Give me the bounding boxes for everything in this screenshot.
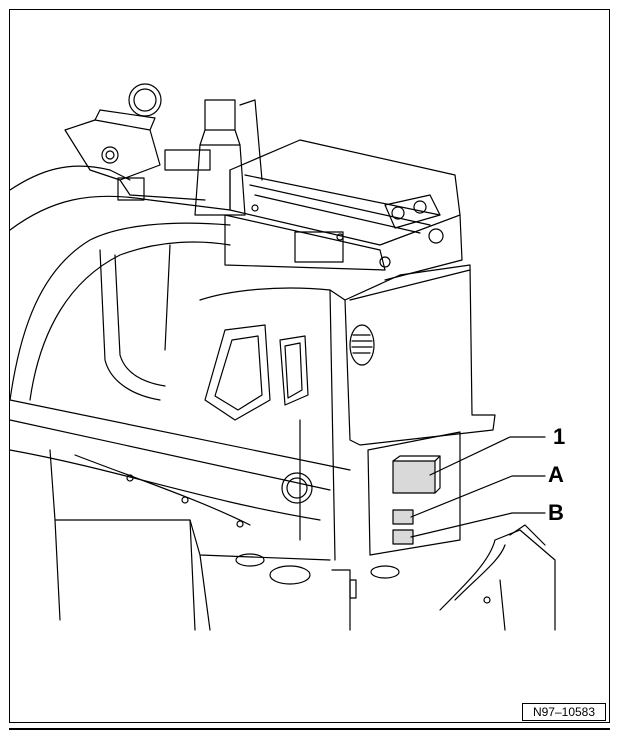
module-cover bbox=[344, 264, 496, 446]
fuse-b bbox=[392, 529, 414, 545]
callout-a: A bbox=[548, 462, 564, 487]
leader-lines bbox=[410, 436, 546, 538]
callout-b: B bbox=[548, 500, 564, 525]
bottom-rule bbox=[9, 728, 610, 730]
relay-1 bbox=[392, 460, 436, 494]
fuse-a bbox=[392, 509, 414, 525]
upper-bracket-assembly bbox=[64, 99, 263, 216]
panel-cutouts bbox=[199, 287, 346, 561]
callout-1: 1 bbox=[553, 424, 566, 449]
lower-right-bracket bbox=[439, 524, 556, 631]
figure-frame bbox=[9, 9, 610, 723]
relay-carrier bbox=[367, 431, 461, 556]
control-module bbox=[224, 139, 463, 281]
reference-code: N97–10583 bbox=[522, 703, 606, 721]
body-panel-outline bbox=[9, 165, 351, 631]
body-holes bbox=[128, 83, 400, 631]
